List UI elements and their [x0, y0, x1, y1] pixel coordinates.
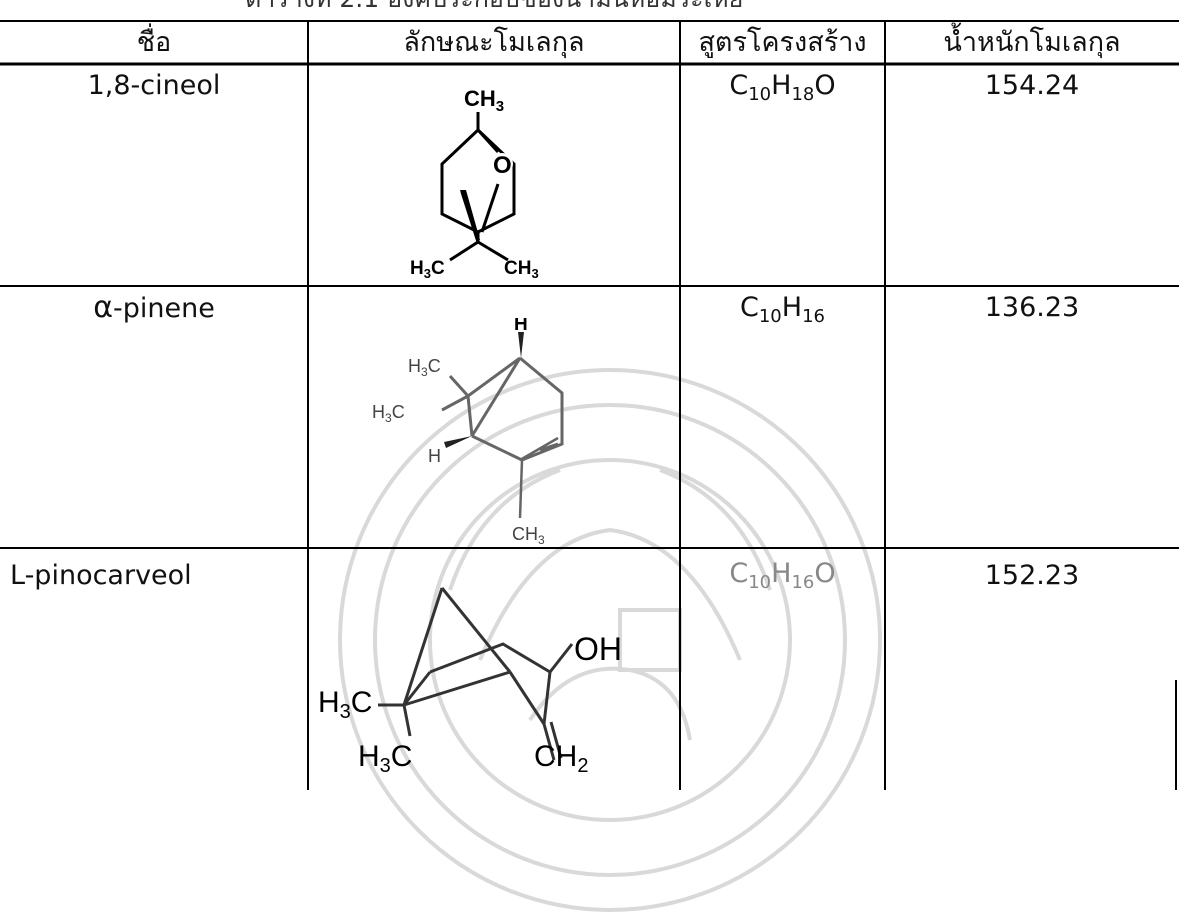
table-caption: ตารางที่ 2.1 องค์ประกอบของน้ำมันหอมระเหย	[245, 0, 743, 19]
molecular-formula: C10H16O	[729, 558, 836, 593]
header-structure: ลักษณะโมเลกุล	[403, 27, 585, 58]
ch3-label: CH3	[504, 258, 539, 281]
molecular-weight: 154.24	[984, 70, 1080, 101]
ch3-label: CH3	[512, 524, 545, 546]
oxygen-label: O	[493, 152, 512, 179]
cineol-structure: O CH3 H3C CH3	[410, 86, 539, 281]
header-formula: สูตรโครงสร้าง	[698, 27, 867, 58]
header-weight: น้ำหนักโมเลกุล	[943, 27, 1121, 58]
compound-name: α-pinene	[93, 290, 215, 325]
h3c-label: H3C	[358, 740, 412, 777]
pinocarveol-structure: OH H3C H3C CH2	[318, 587, 622, 777]
hydroxyl-label: OH	[574, 631, 622, 667]
header-name: ชื่อ	[136, 27, 172, 58]
h3c-label: H3C	[372, 402, 405, 425]
hydrogen-label: H	[428, 446, 441, 466]
h3c-label: H3C	[408, 356, 441, 379]
table-grid	[0, 20, 1179, 790]
molecular-formula: C10H18O	[729, 70, 836, 105]
compound-name: L-pinocarveol	[10, 560, 192, 591]
hydrogen-label: H	[514, 318, 528, 335]
molecular-weight: 152.23	[984, 560, 1080, 591]
h3c-label: H3C	[410, 258, 445, 281]
molecular-weight: 136.23	[984, 292, 1080, 323]
molecular-formula: C10H16	[740, 292, 825, 327]
compound-name: 1,8-cineol	[87, 70, 221, 101]
methylene-label: CH2	[534, 740, 588, 777]
pinene-structure: H H3C H3C H CH3	[372, 318, 564, 546]
ch3-label: CH3	[464, 86, 504, 115]
h3c-label: H3C	[318, 686, 372, 723]
